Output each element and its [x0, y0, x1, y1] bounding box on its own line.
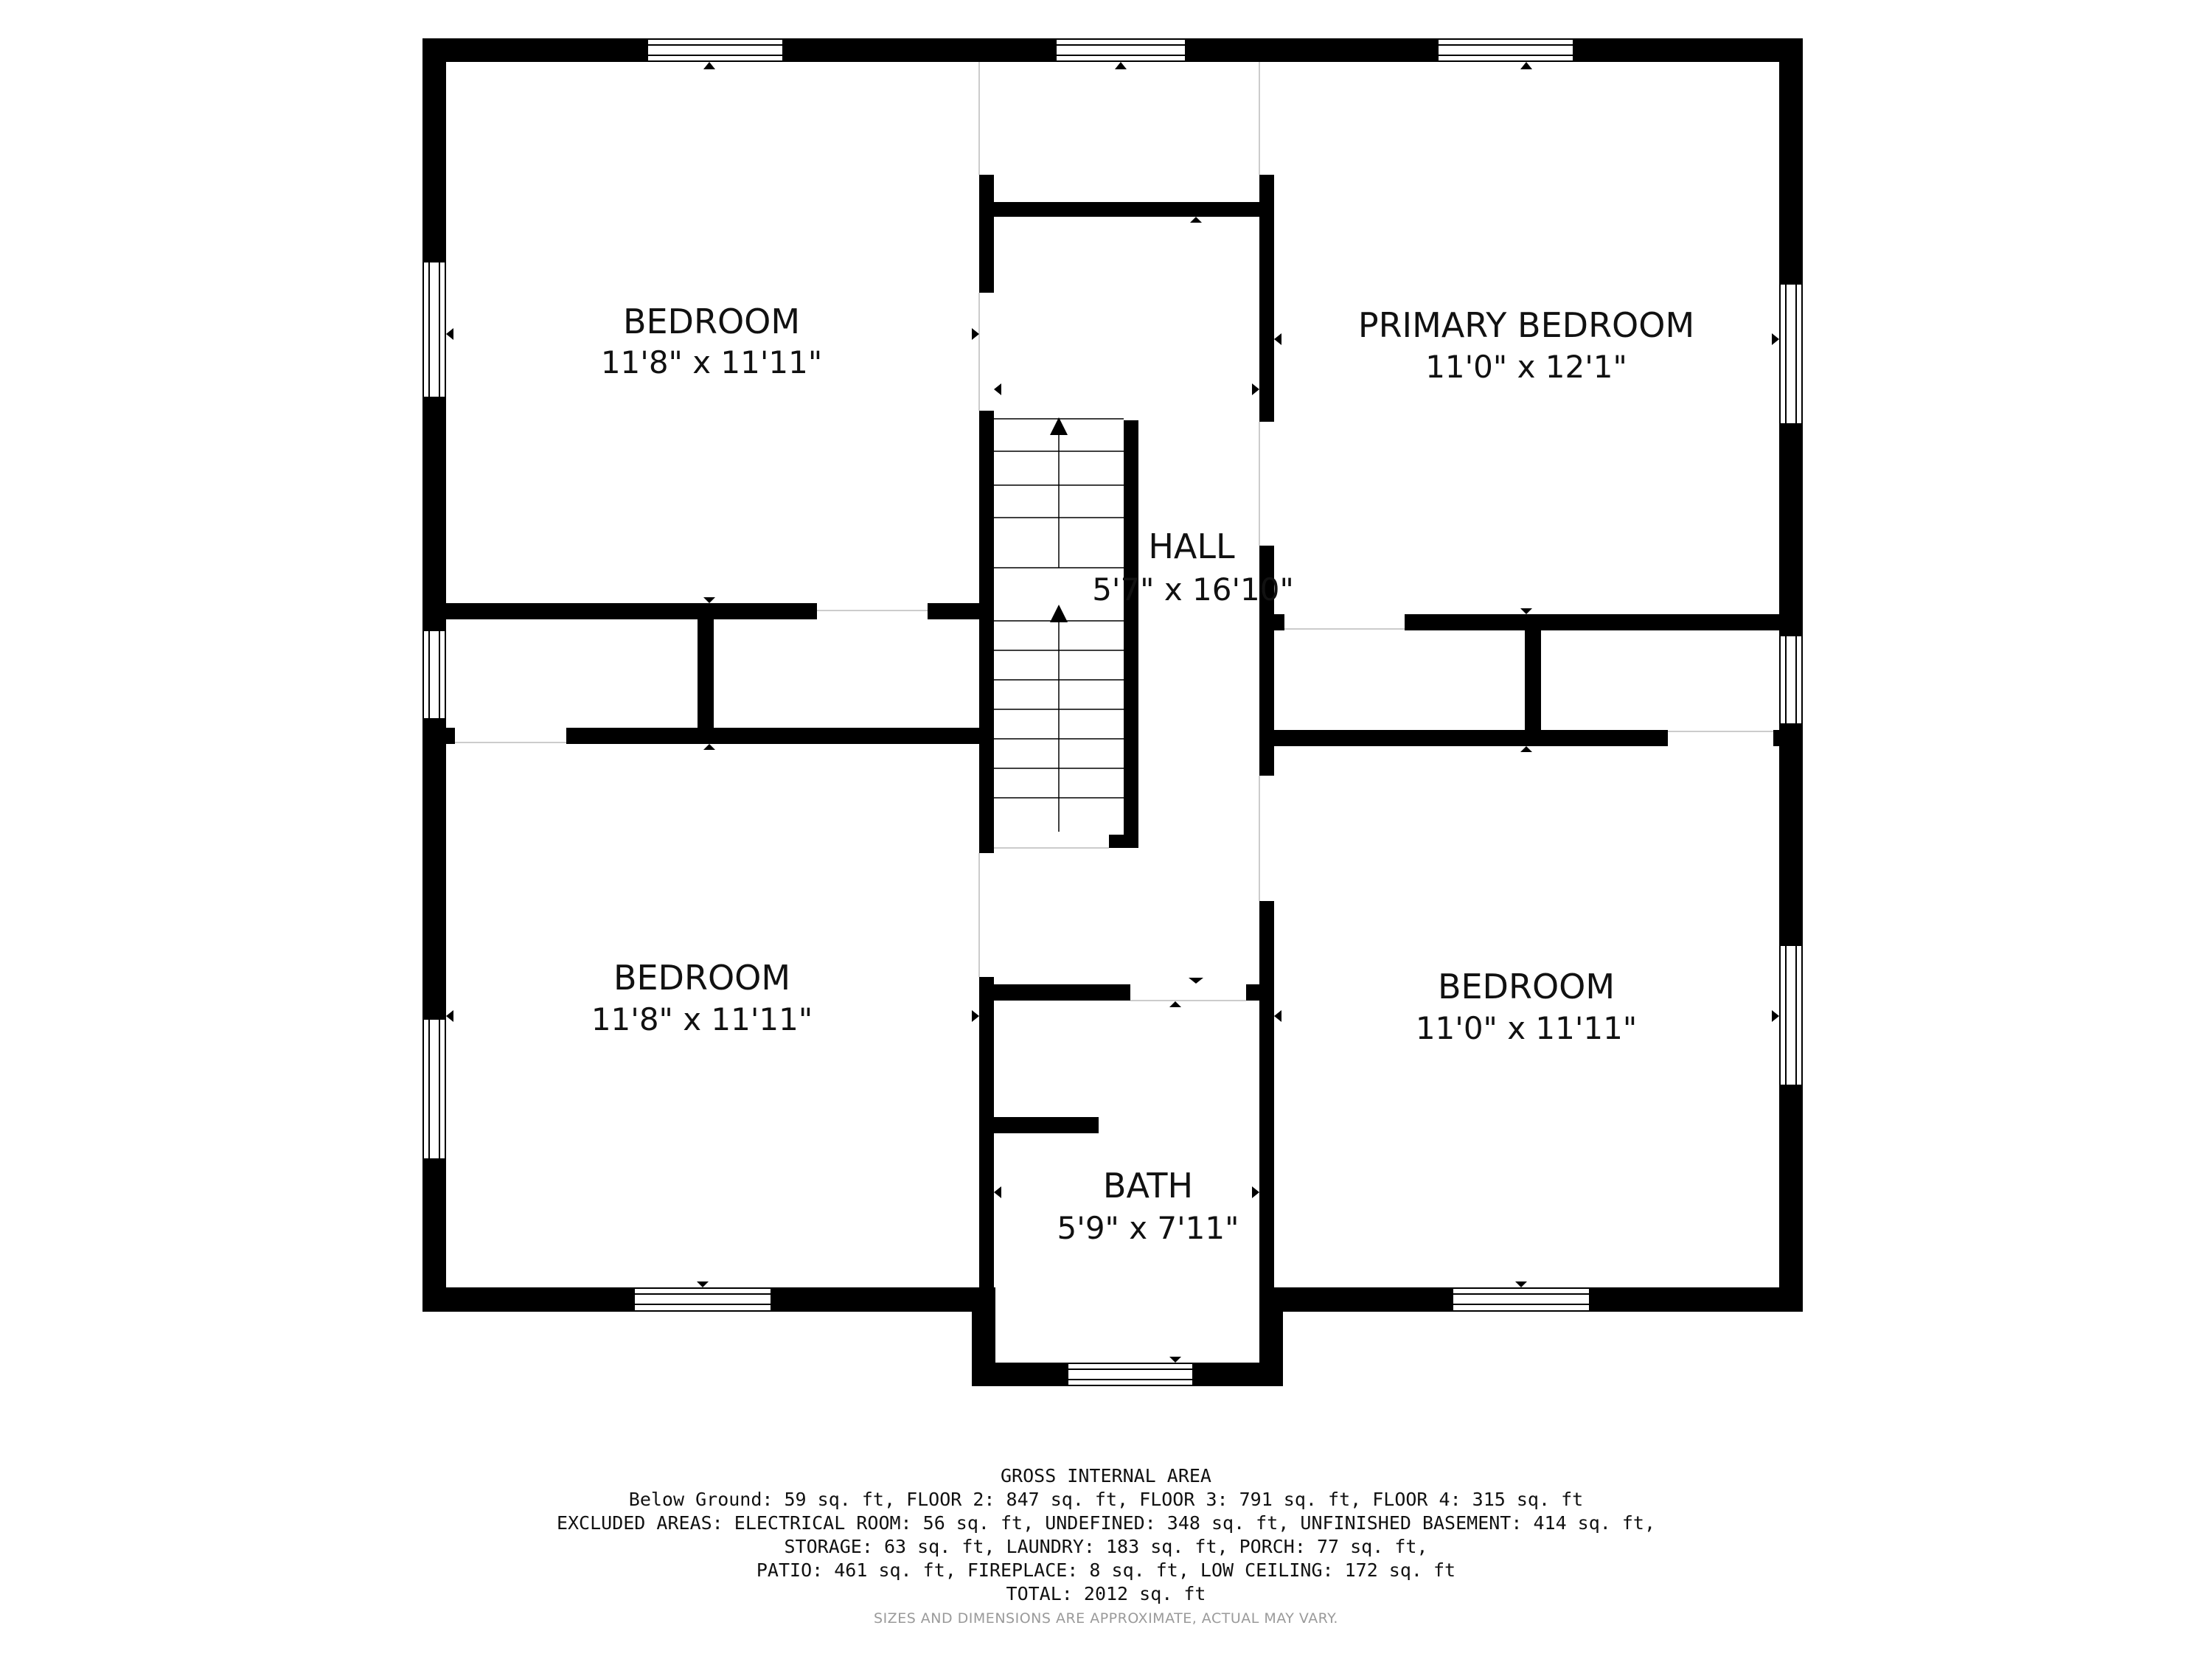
door-marker-icon [972, 328, 979, 340]
area-disclaimer: SIZES AND DIMENSIONS ARE APPROXIMATE, AC… [874, 1610, 1338, 1627]
room-dims-bedroom-bottom-right: 11'0" x 11'11" [1416, 1010, 1637, 1046]
door-marker-icon [1189, 978, 1203, 984]
window-top-primary [1437, 38, 1574, 62]
door-marker-icon [1169, 1357, 1181, 1363]
room-name-bedroom-top-left: BEDROOM [623, 302, 800, 341]
door-marker-icon [1515, 1281, 1527, 1287]
door-marker-icon [994, 1186, 1001, 1198]
wall-stair-right [1124, 420, 1138, 848]
door-marker-icon [972, 1010, 979, 1022]
door-markers [446, 62, 1779, 1363]
door-marker-icon [1115, 62, 1127, 69]
wall-right-closet-stub-b [1773, 730, 1788, 746]
windows [422, 38, 1803, 1386]
wall-right-closet-bottom [1274, 730, 1668, 746]
wall-hall-right-lower [1259, 901, 1274, 1296]
window-left-closet [422, 630, 446, 720]
wall-right-closet-divider [1525, 630, 1541, 740]
room-dims-primary-bedroom: 11'0" x 12'1" [1425, 349, 1627, 385]
wall-left-closet-top-b [928, 603, 979, 619]
room-labels: BEDROOM 11'8" x 11'11" PRIMARY BEDROOM 1… [591, 302, 1694, 1246]
door-marker-icon [446, 328, 453, 340]
room-name-bath: BATH [1103, 1166, 1193, 1206]
wall-bath-top-stub [1246, 984, 1259, 1001]
door-marker-icon [1169, 1001, 1181, 1007]
thresholds [455, 62, 1773, 1001]
area-total: TOTAL: 2012 sq. ft [1006, 1583, 1206, 1604]
wall-hall-left-upper [979, 175, 994, 293]
wall-left-closet-stub [446, 728, 455, 744]
door-marker-icon [1520, 746, 1532, 752]
room-name-bedroom-bottom-right: BEDROOM [1438, 967, 1615, 1006]
floor-plan: BEDROOM 11'8" x 11'11" PRIMARY BEDROOM 1… [422, 38, 1803, 1386]
door-marker-icon [1520, 608, 1532, 614]
wall-hall-right-upper [1259, 175, 1274, 422]
door-marker-icon [703, 597, 715, 603]
door-marker-icon [703, 744, 715, 750]
stair-arrow-icon [1050, 417, 1068, 435]
window-top-bedroom-left [647, 38, 784, 62]
wall-left-closet-bottom [566, 728, 979, 744]
door-marker-icon [446, 1010, 453, 1022]
area-heading: GROSS INTERNAL AREA [1001, 1465, 1211, 1486]
door-marker-icon [1520, 62, 1532, 69]
window-right-upper [1779, 283, 1803, 425]
door-marker-icon [697, 1281, 709, 1287]
door-marker-icon [1772, 1010, 1779, 1022]
door-marker-icon [1274, 333, 1281, 345]
window-right-lower [1779, 945, 1803, 1086]
room-dims-hall: 5'7" x 16'10" [1092, 571, 1294, 608]
wall-right-closet-top [1405, 614, 1779, 630]
wall-left-closet-top-a [446, 603, 817, 619]
door-marker-icon [1772, 333, 1779, 345]
room-dims-bath: 5'9" x 7'11" [1057, 1210, 1239, 1246]
window-bottom-left [633, 1287, 772, 1312]
stair-arrows [1050, 417, 1068, 622]
wall-bath-top [994, 984, 1130, 1001]
room-name-primary-bedroom: PRIMARY BEDROOM [1358, 305, 1694, 345]
room-name-hall: HALL [1148, 526, 1235, 566]
staircase [994, 418, 1124, 832]
area-summary: GROSS INTERNAL AREA Below Ground: 59 sq.… [0, 1464, 2212, 1630]
door-marker-icon [703, 62, 715, 69]
window-left-upper [422, 261, 446, 398]
room-dims-bedroom-bottom-left: 11'8" x 11'11" [591, 1001, 813, 1037]
wall-hall-right-mid [1259, 546, 1274, 776]
area-excluded-line-2: STORAGE: 63 sq. ft, LAUNDRY: 183 sq. ft,… [784, 1536, 1428, 1557]
door-marker-icon [1190, 217, 1202, 223]
room-name-bedroom-bottom-left: BEDROOM [613, 958, 790, 998]
wall-hall-top [994, 202, 1259, 217]
wall-hall-left-mid [979, 411, 994, 853]
wall-bath-partition [994, 1117, 1099, 1133]
window-bottom-right [1452, 1287, 1590, 1312]
area-excluded-line-3: PATIO: 461 sq. ft, FIREPLACE: 8 sq. ft, … [756, 1559, 1456, 1581]
window-top-hall [1055, 38, 1186, 62]
stair-arrow-icon [1050, 605, 1068, 622]
door-marker-icon [994, 383, 1001, 395]
door-marker-icon [1252, 1186, 1259, 1198]
wall-right-closet-stub-a [1274, 614, 1284, 630]
door-marker-icon [1252, 383, 1259, 395]
room-dims-bedroom-top-left: 11'8" x 11'11" [601, 344, 822, 380]
area-floors-line: Below Ground: 59 sq. ft, FLOOR 2: 847 sq… [628, 1489, 1584, 1510]
window-left-lower [422, 1018, 446, 1160]
window-bottom-bath [1067, 1363, 1194, 1386]
wall-left-closet-divider [698, 619, 714, 741]
window-right-closet [1779, 635, 1803, 725]
wall-hall-left-lower [979, 977, 994, 1296]
area-excluded-line-1: EXCLUDED AREAS: ELECTRICAL ROOM: 56 sq. … [556, 1512, 1656, 1534]
wall-stair-bottom [1109, 835, 1138, 848]
door-marker-icon [1274, 1010, 1281, 1022]
